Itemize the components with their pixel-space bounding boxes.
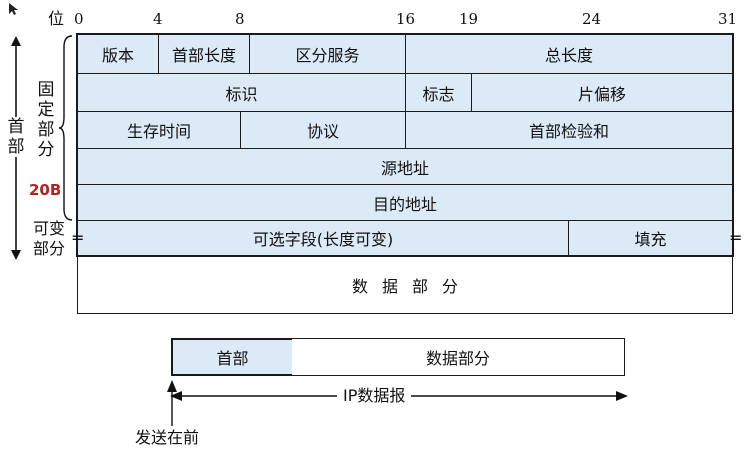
side-fixed-label: 固定部分 <box>37 80 55 160</box>
datagram-data: 数据部分 <box>292 338 625 376</box>
send-first-label: 发送在前 <box>135 428 200 447</box>
fixed-brace <box>58 35 73 221</box>
side-variable-label: 可变部分 <box>32 219 65 258</box>
bit-16: 16 <box>396 10 416 28</box>
bit-8: 8 <box>235 10 245 28</box>
field-dest-address: 目的地址 <box>77 184 733 221</box>
field-version: 版本 <box>77 34 159 74</box>
datagram-label: IP数据报 <box>337 388 412 404</box>
field-protocol: 协议 <box>240 111 406 149</box>
field-ttl: 生存时间 <box>77 111 241 149</box>
field-identification: 标识 <box>77 73 406 112</box>
right-break-mark: = <box>729 228 743 247</box>
cursor-icon <box>9 3 18 15</box>
fixed-size-label: 20B <box>29 181 62 199</box>
bit-24: 24 <box>582 10 602 28</box>
bit-31: 31 <box>718 10 738 28</box>
field-total-length: 总长度 <box>405 34 733 74</box>
bit-0: 0 <box>74 10 84 28</box>
bit-label: 位 <box>48 9 65 28</box>
bit-19: 19 <box>459 10 479 28</box>
data-part: 数据部分 <box>77 256 733 314</box>
field-source-address: 源地址 <box>77 148 733 185</box>
datagram-header: 首部 <box>171 338 294 376</box>
left-break-mark: = <box>71 228 85 247</box>
field-diff-services: 区分服务 <box>249 34 406 74</box>
send-first-arrow <box>167 380 177 426</box>
field-fragment-offset: 片偏移 <box>471 73 733 112</box>
bit-4: 4 <box>153 10 163 28</box>
side-header-label: 首部 <box>6 117 26 157</box>
field-header-checksum: 首部检验和 <box>405 111 733 149</box>
field-flags: 标志 <box>405 73 472 112</box>
field-padding: 填充 <box>568 220 733 256</box>
field-header-length: 首部长度 <box>158 34 250 74</box>
field-options: 可选字段(长度可变) <box>77 220 569 256</box>
